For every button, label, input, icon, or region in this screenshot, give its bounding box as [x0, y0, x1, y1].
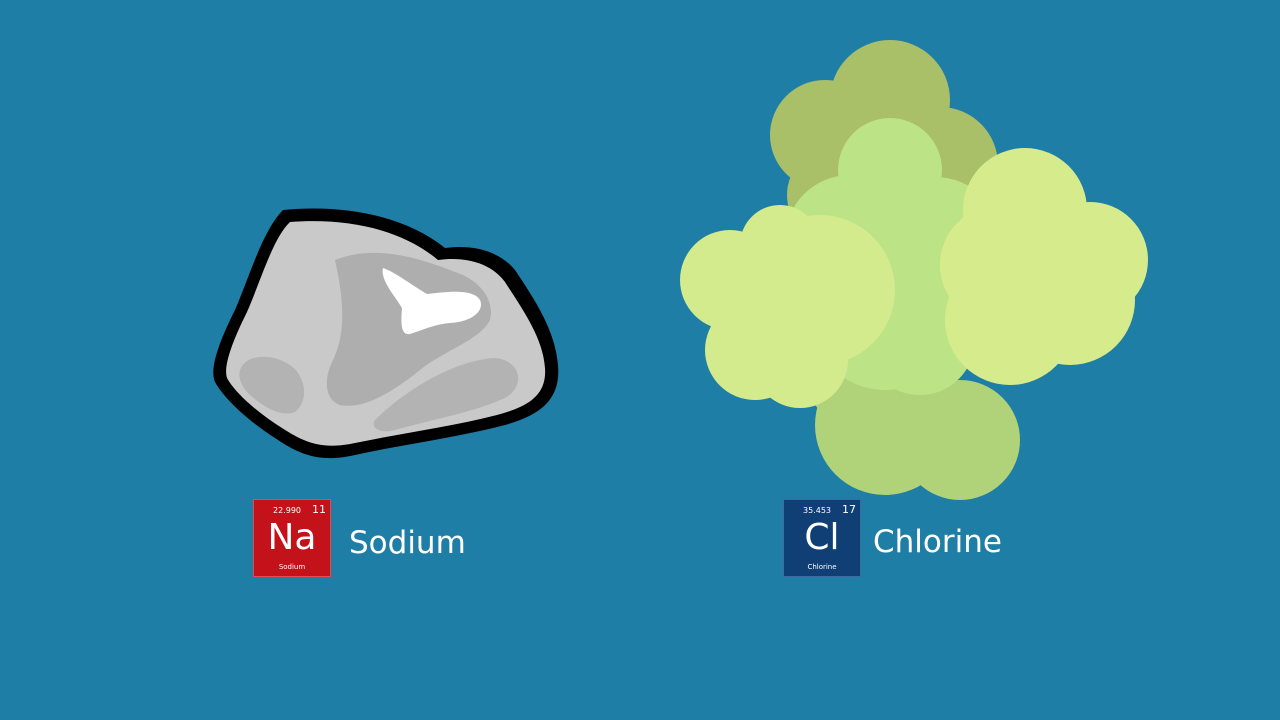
chlorine-element-tile: 35.453 17 Cl Chlorine: [783, 499, 861, 577]
cloud-front-left: [680, 205, 895, 408]
sodium-rock-illustration: [213, 208, 559, 459]
chlorine-gas-cloud-illustration: [680, 40, 1148, 500]
sodium-atomic-mass: 22.990: [273, 506, 301, 515]
chlorine-symbol: Cl: [804, 517, 840, 558]
sodium-atomic-number: 11: [312, 503, 326, 516]
chlorine-atomic-mass: 35.453: [803, 506, 831, 515]
sodium-tile-name: Sodium: [278, 563, 306, 571]
chlorine-atomic-number: 17: [842, 503, 856, 516]
sodium-label: Sodium: [349, 525, 466, 561]
chlorine-tile-name: Chlorine: [807, 563, 837, 571]
cloud-front-right: [940, 148, 1148, 385]
sodium-symbol: Na: [267, 517, 317, 558]
rock-highlight: [382, 268, 481, 335]
chlorine-label: Chlorine: [873, 524, 1002, 560]
sodium-element-tile: 22.990 11 Na Sodium: [253, 499, 331, 577]
rock-shade-bottom: [373, 358, 519, 432]
rock-shade-left: [239, 356, 305, 414]
